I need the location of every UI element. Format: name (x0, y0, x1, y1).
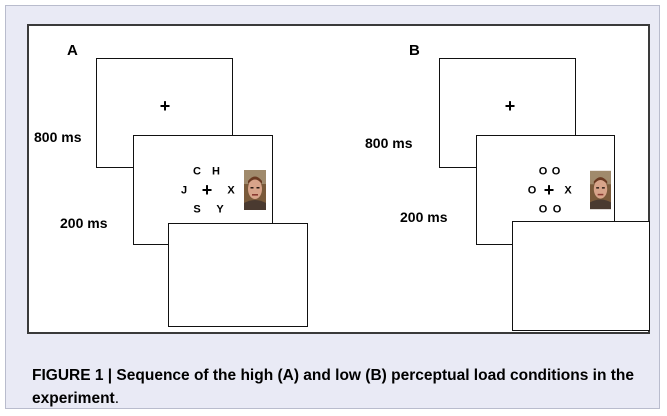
blank-screen-b (512, 221, 650, 331)
timing-a-200: 200 ms (60, 215, 108, 231)
timing-a-800: 800 ms (34, 129, 82, 145)
letter: J (180, 184, 188, 197)
face-photo-b (590, 170, 611, 210)
caption-period: . (114, 390, 120, 407)
timing-b-800: 800 ms (365, 135, 413, 151)
blank-screen-a (168, 223, 308, 327)
letter: O (538, 203, 548, 216)
caption-text: FIGURE 1 | Sequence of the high (A) and … (32, 367, 634, 407)
figure-frame: A + 800 ms C H J + X S Y 200 ms (5, 5, 660, 409)
panel-a-label: A (67, 42, 78, 59)
letter: O (538, 165, 548, 178)
letter: H (212, 165, 220, 178)
letter: Y (216, 203, 224, 216)
figure-panel: A + 800 ms C H J + X S Y 200 ms (27, 24, 650, 334)
panel-b-label: B (409, 42, 420, 59)
letter: S (193, 203, 201, 216)
letter: X (227, 184, 235, 197)
fixation-cross-b2: + (543, 180, 555, 200)
figure-caption: FIGURE 1 | Sequence of the high (A) and … (32, 364, 642, 410)
letter: X (564, 184, 572, 197)
face-photo-a (244, 170, 266, 210)
letter: O (551, 165, 561, 178)
letter: O (527, 184, 537, 197)
timing-b-200: 200 ms (400, 209, 448, 225)
fixation-cross-a: + (159, 96, 171, 116)
letter: O (552, 203, 562, 216)
letter: C (193, 165, 201, 178)
fixation-cross-b: + (504, 96, 516, 116)
fixation-cross-a2: + (201, 180, 213, 200)
